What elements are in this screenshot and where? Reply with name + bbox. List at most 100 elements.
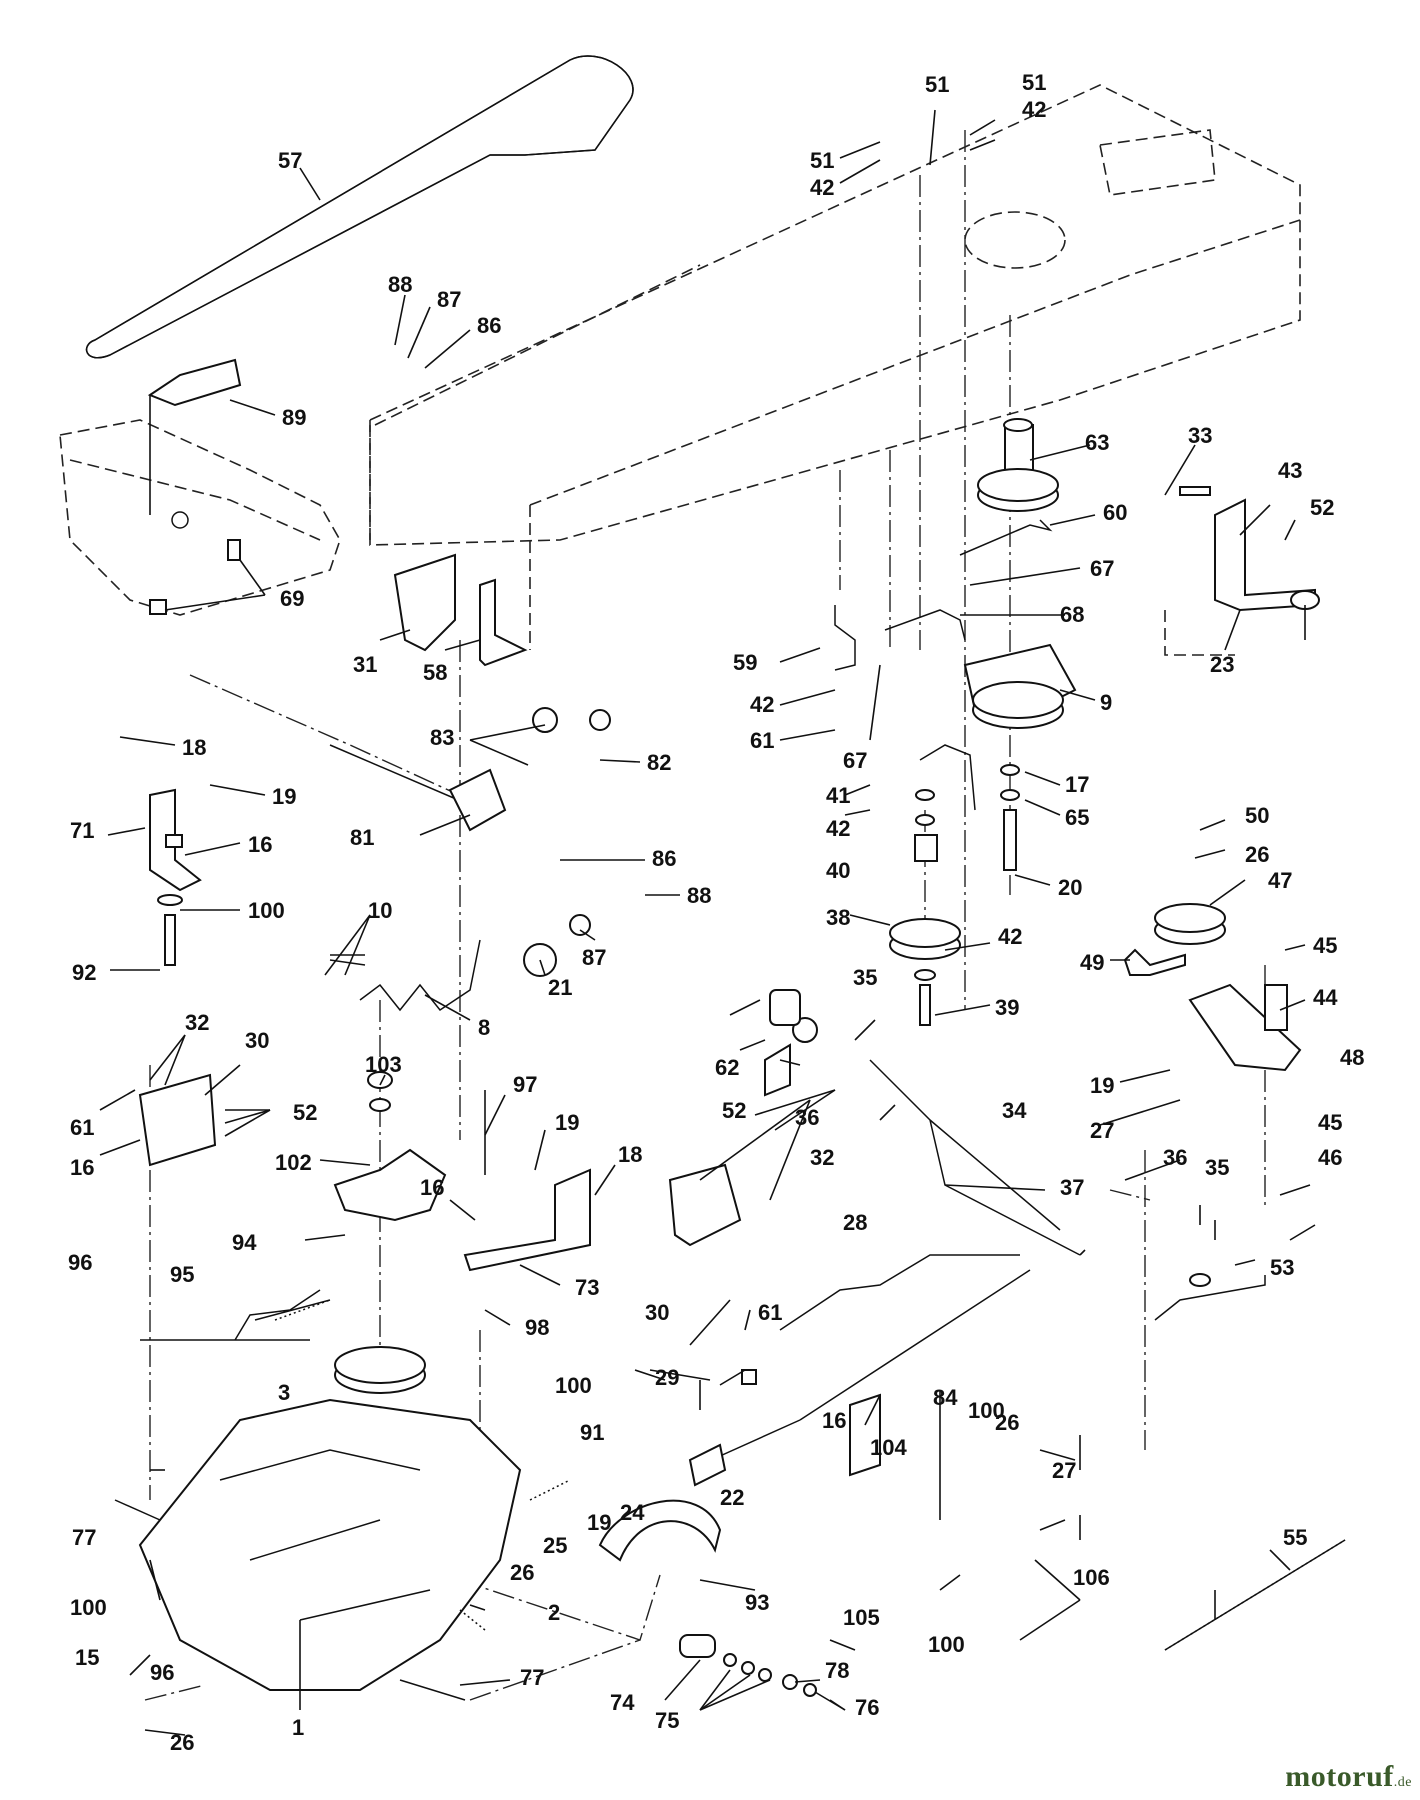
callout-27: 27 [1052, 1458, 1076, 1483]
callout-43: 43 [1278, 458, 1302, 483]
callout-74: 74 [610, 1690, 635, 1715]
callout-32: 32 [185, 1010, 209, 1035]
callout-37: 37 [1060, 1175, 1084, 1200]
clutch-stack [834, 418, 1077, 1026]
callout-87: 87 [582, 945, 606, 970]
watermark-logo: motoruf.de [1285, 1760, 1412, 1794]
callout-16: 16 [420, 1175, 444, 1200]
callout-67: 67 [843, 748, 867, 773]
callout-26: 26 [995, 1410, 1019, 1435]
callout-42: 42 [998, 924, 1022, 949]
callout-46: 46 [1318, 1145, 1342, 1170]
callout-68: 68 [1060, 602, 1084, 627]
callout-51: 51 [810, 148, 834, 173]
drive-belt [85, 55, 634, 359]
callout-82: 82 [647, 750, 671, 775]
callout-8: 8 [478, 1015, 490, 1040]
callout-20: 20 [1058, 875, 1082, 900]
callout-102: 102 [275, 1150, 312, 1175]
callout-32: 32 [810, 1145, 834, 1170]
callout-100: 100 [555, 1373, 592, 1398]
callout-42: 42 [826, 816, 850, 841]
callout-100: 100 [928, 1632, 965, 1657]
callout-75: 75 [655, 1708, 679, 1733]
callout-42: 42 [750, 692, 774, 717]
callout-15: 15 [75, 1645, 99, 1670]
callout-29: 29 [655, 1365, 679, 1390]
callout-106: 106 [1073, 1565, 1110, 1590]
callout-48: 48 [1340, 1045, 1364, 1070]
callout-19: 19 [1090, 1073, 1114, 1098]
callout-31: 31 [353, 652, 377, 677]
misc-parts [138, 788, 1346, 1697]
callout-22: 22 [720, 1485, 744, 1510]
callout-49: 49 [1080, 950, 1104, 975]
callout-86: 86 [477, 313, 501, 338]
callout-76: 76 [855, 1695, 879, 1720]
callout-44: 44 [1313, 985, 1338, 1010]
callout-35: 35 [853, 965, 877, 990]
watermark-tld: .de [1393, 1775, 1412, 1790]
callout-67: 67 [1090, 556, 1114, 581]
callout-30: 30 [645, 1300, 669, 1325]
callout-98: 98 [525, 1315, 549, 1340]
callout-19: 19 [587, 1510, 611, 1535]
callout-61: 61 [758, 1300, 782, 1325]
callout-42: 42 [1022, 97, 1046, 122]
callout-40: 40 [826, 858, 850, 883]
leader-lines [99, 109, 1316, 1736]
callout-42: 42 [810, 175, 834, 200]
callout-26: 26 [170, 1730, 194, 1755]
callout-96: 96 [68, 1250, 92, 1275]
callout-83: 83 [430, 725, 454, 750]
callout-96: 96 [150, 1660, 174, 1685]
callout-19: 19 [272, 784, 296, 809]
callout-23: 23 [1210, 652, 1234, 677]
callout-27: 27 [1090, 1118, 1114, 1143]
callout-77: 77 [520, 1665, 544, 1690]
callout-59: 59 [733, 650, 757, 675]
callout-1: 1 [292, 1715, 304, 1740]
lift-shaft [329, 707, 611, 1012]
callout-26: 26 [1245, 842, 1269, 867]
callout-88: 88 [388, 272, 412, 297]
callout-26: 26 [510, 1560, 534, 1585]
callout-9: 9 [1100, 690, 1112, 715]
callout-52: 52 [293, 1100, 317, 1125]
callout-97: 97 [513, 1072, 537, 1097]
callout-16: 16 [248, 832, 272, 857]
callout-93: 93 [745, 1590, 769, 1615]
callout-18: 18 [182, 735, 206, 760]
callout-16: 16 [822, 1408, 846, 1433]
callout-57: 57 [278, 148, 302, 173]
callout-88: 88 [687, 883, 711, 908]
callout-41: 41 [826, 783, 850, 808]
callout-73: 73 [575, 1275, 599, 1300]
callout-labels: 57 89 88 87 86 69 31 58 51 42 51 51 42 6… [68, 70, 1364, 1755]
callout-63: 63 [1085, 430, 1109, 455]
callout-39: 39 [995, 995, 1019, 1020]
callout-55: 55 [1283, 1525, 1307, 1550]
callout-100: 100 [248, 898, 285, 923]
callout-77: 77 [72, 1525, 96, 1550]
callout-61: 61 [750, 728, 774, 753]
callout-100: 100 [968, 1398, 1005, 1423]
callout-52: 52 [722, 1098, 746, 1123]
frame-outline [59, 84, 1301, 656]
callout-25: 25 [543, 1533, 567, 1558]
callout-61: 61 [70, 1115, 94, 1140]
callout-86: 86 [652, 846, 676, 871]
callout-60: 60 [1103, 500, 1127, 525]
callout-38: 38 [826, 905, 850, 930]
callout-53: 53 [1270, 1255, 1294, 1280]
callout-17: 17 [1065, 772, 1089, 797]
callout-95: 95 [170, 1262, 194, 1287]
callout-104: 104 [870, 1435, 907, 1460]
callout-45: 45 [1313, 933, 1337, 958]
callout-28: 28 [843, 1210, 867, 1235]
callout-58: 58 [423, 660, 447, 685]
callout-84: 84 [933, 1385, 958, 1410]
callout-35: 35 [1205, 1155, 1229, 1180]
callout-94: 94 [232, 1230, 257, 1255]
